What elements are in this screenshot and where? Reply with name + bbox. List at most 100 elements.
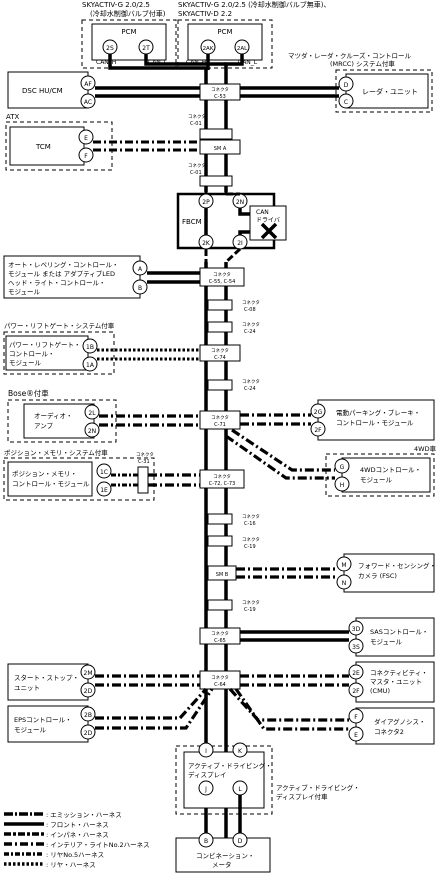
eps-label-2: モジュール (14, 726, 47, 734)
pin-dlc-a: F (354, 714, 358, 721)
legend-4: : リヤNo.5ハーネス (46, 851, 104, 859)
pin-tcm-b: F (84, 153, 88, 160)
can-driver-fault-icon (260, 222, 278, 240)
pin-lev-b: B (138, 285, 142, 292)
note-atx: ATX (6, 113, 20, 121)
pin-fbcm-c: 2K (202, 240, 211, 247)
note-active-display-top: アクティブ・ドライビング・ (276, 783, 360, 792)
audio-label-2: アンプ (34, 422, 54, 430)
pin-wd4-b: H (340, 482, 345, 489)
connector-c24-b: コネクタ C-24 (207, 378, 260, 392)
c72-label-a: コネクタ (213, 473, 231, 480)
note-power-liftgate: パワー・リフトゲート・システム付車 (4, 321, 115, 330)
pin-eps-a: 2B (84, 712, 92, 719)
pin-pcm2-a: 2AK (203, 46, 214, 52)
pin-dlc-b: E (354, 732, 358, 739)
c55-label-b: C-55, C-54 (209, 279, 236, 285)
c71-label-b: C-71 (214, 422, 226, 428)
fbcm-group: FBCM 2P 2N 2K 2I CAN ドライバ (176, 186, 287, 264)
c16-label-b: C-16 (244, 521, 256, 527)
audio-group: Bose®付車 オーディオ・ アンプ 2L 2N (7, 388, 200, 443)
legend-2: : インパネ・ハーネス (46, 831, 109, 839)
pcm-group: SKYACTIV-G 2.0/2.5 (冷却水制御バルブ付車) SKYACTIV… (81, 0, 331, 96)
c74-label-a: コネクタ (211, 347, 229, 354)
park-label-1: 電動パーキング・ブレーキ・ (336, 408, 420, 417)
note-pcm-right-bottom: SKYACTIV-D 2.2 (178, 10, 232, 18)
wd4-label-1: 4WDコントロール・ (360, 466, 421, 474)
c19b-label-a: コネクタ (242, 599, 260, 606)
pin-pcm1-a: 2S (106, 45, 114, 52)
combi-label-1: コンビネーション・ (196, 851, 254, 860)
ss-label-1: スタート・ストップ・ (14, 673, 79, 682)
combi-meter-group: B D コンビネーション・ メータ (175, 795, 271, 873)
sas-label-2: モジュール (370, 638, 403, 646)
c19b-label-b: C-19 (244, 607, 256, 613)
note-mrcc-top: マツダ・レーダ・クルーズ・コントロール (288, 51, 411, 60)
pcm-left-label: PCM (121, 28, 136, 36)
pin-fsc-b: N (342, 580, 347, 587)
connector-c19-a: コネクタ C-19 (207, 535, 260, 550)
dsc-group: DSC HU/CM AF AC (7, 71, 200, 109)
fbcm-label: FBCM (182, 218, 202, 226)
c53-label-a: コネクタ (211, 86, 229, 93)
tcm-label: TCM (35, 143, 51, 151)
dsc-label: DSC HU/CM (22, 87, 63, 95)
sas-group: SASコントロール・ モジュール 3D 3S (240, 617, 435, 657)
c19a-label-a: コネクタ (242, 536, 260, 543)
pin-fbcm-d: 2I (237, 240, 243, 247)
pin-lift-a: 1B (86, 344, 94, 351)
pin-combi-a: B (204, 838, 208, 845)
pin-act-d: L (238, 786, 242, 793)
pin-park-a: 2G (314, 409, 323, 416)
c72-label-b: C-72, C-73 (209, 481, 236, 487)
lev-label-4: モジュール (8, 288, 41, 296)
sma-label: SM A (214, 146, 227, 152)
audio-label-1: オーディオ・ (34, 411, 73, 420)
cmu-label-1: コネクティビティ・ (370, 668, 428, 677)
pin-eps-b: 2D (84, 730, 93, 737)
sas-label-1: SASコントロール・ (370, 628, 428, 636)
note-active-display-bottom: ディスプレイ付車 (276, 792, 328, 801)
active-display-group: I K J L アクティブ・ドライビング・ ディスプレイ アクティブ・ドライビン… (175, 742, 360, 815)
connector-c65: コネクタ C-65 (199, 627, 241, 645)
note-position-memory: ポジション・メモリ・システム付車 (4, 448, 108, 457)
connector-c55: コネクタ C-55, C-54 (199, 267, 245, 287)
c01a-label-a: コネクタ (188, 113, 206, 120)
c31-label-a: コネクタ (136, 451, 154, 458)
cmu-label-2: マスタ・ユニット (370, 677, 422, 686)
c24a-label-a: コネクタ (242, 321, 260, 328)
pin-audio-a: 2L (88, 410, 96, 417)
posmem-group: ポジション・メモリ・システム付車 ポジション・メモリ・ コントロール・モジュール… (3, 448, 200, 501)
c01b-label-b: C-01 (190, 170, 202, 176)
connector-c31 (137, 466, 149, 494)
c74-label-b: C-74 (214, 355, 226, 361)
dlc-label-2: コネクタ2 (374, 727, 404, 736)
connector-c16: コネクタ C-16 (207, 513, 260, 527)
note-bose: Bose®付車 (8, 388, 49, 398)
pos-label-2: コントロール・モジュール (12, 480, 90, 488)
leveling-group: オート・レベリング・コントロール・ モジュール または アダプティブLED ヘッ… (3, 255, 200, 299)
pin-radar-b: C (344, 99, 348, 106)
cmu-label-3: (CMU) (370, 687, 390, 695)
pin-tcm-a: E (84, 135, 88, 142)
pos-label-1: ポジション・メモリ・ (12, 470, 77, 478)
startstop-group: スタート・ストップ・ ユニット 2M 2D (7, 663, 200, 701)
pin-pcm1-b: 2T (142, 45, 150, 52)
c64-label-b: C-64 (214, 682, 226, 688)
connector-c53: コネクタ C-53 (199, 83, 241, 101)
pin-audio-b: 2N (88, 428, 96, 435)
pin-ss-a: 2M (84, 670, 93, 677)
lev-label-3: ヘッド・ライト・コントロール・ (8, 279, 106, 287)
park-label-2: コントロール・モジュール (336, 419, 414, 427)
eps-label-1: EPSコントロール・ (14, 716, 72, 724)
note-4wd: 4WD車 (414, 444, 437, 453)
lift-label-1: パワー・リフトゲート・ (9, 340, 81, 349)
pin-pos-a: 1C (100, 469, 108, 476)
radar-label: レーダ・ユニット (362, 87, 418, 96)
connector-c19-b: コネクタ C-19 (207, 599, 260, 613)
connector-c74: コネクタ C-74 (199, 344, 241, 362)
act-label-1: アクティブ・ドライビング・ (188, 761, 272, 770)
c53-label-b: C-53 (214, 94, 226, 100)
cmu-group: コネクティビティ・ マスタ・ユニット (CMU) 2E 2F (240, 661, 435, 703)
dlc-label-1: ダイアグノシス・ (374, 717, 426, 726)
